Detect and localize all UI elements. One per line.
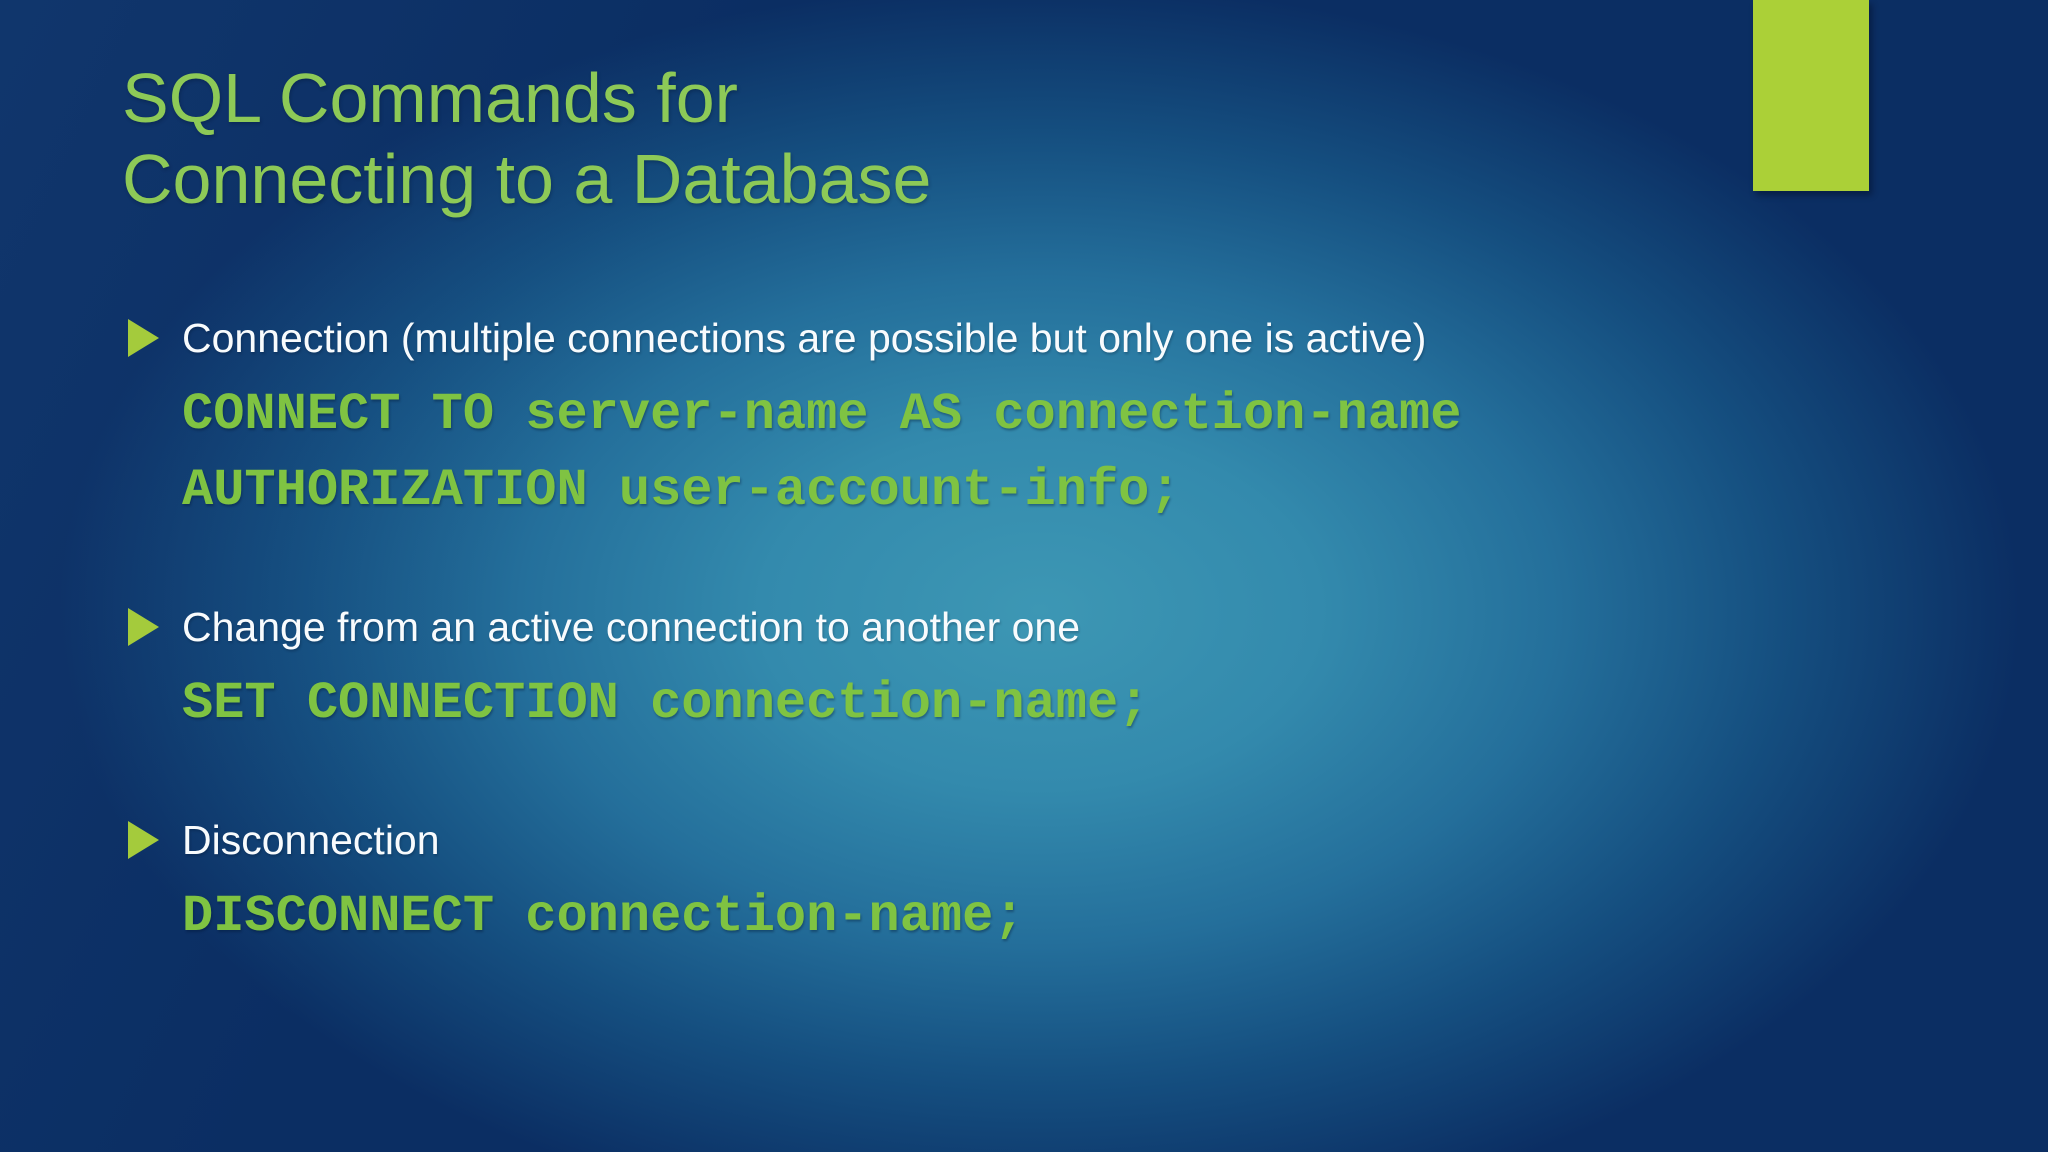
bullet-label: Change from an active connection to anot… — [182, 603, 1081, 650]
bullet-group-disconnection: Disconnection DISCONNECT connection-name… — [128, 802, 1828, 954]
slide-title-line1: SQL Commands for — [122, 59, 738, 137]
code-line: SET CONNECTION connection-name; — [182, 673, 1150, 733]
bullet-label: Connection (multiple connections are pos… — [182, 314, 1427, 361]
bullet-item: Connection (multiple connections are pos… — [128, 300, 1828, 376]
code-line: CONNECT TO server-name AS connection-nam… — [182, 384, 1462, 444]
bullet-triangle-icon — [128, 608, 159, 646]
bullet-triangle-icon — [128, 821, 159, 859]
slide-body: Connection (multiple connections are pos… — [128, 300, 1828, 1015]
code-line: DISCONNECT connection-name; — [182, 886, 1025, 946]
bullet-label: Disconnection — [182, 816, 440, 863]
bullet-triangle-icon — [128, 319, 159, 357]
bullet-item: Change from an active connection to anot… — [128, 589, 1828, 665]
code-line: AUTHORIZATION user-account-info; — [182, 460, 1181, 520]
bullet-group-connection: Connection (multiple connections are pos… — [128, 300, 1828, 528]
accent-bar — [1753, 0, 1869, 191]
slide-title: SQL Commands for Connecting to a Databas… — [122, 58, 931, 220]
bullet-group-set-connection: Change from an active connection to anot… — [128, 589, 1828, 741]
slide-title-line2: Connecting to a Database — [122, 140, 932, 218]
bullet-item: Disconnection — [128, 802, 1828, 878]
